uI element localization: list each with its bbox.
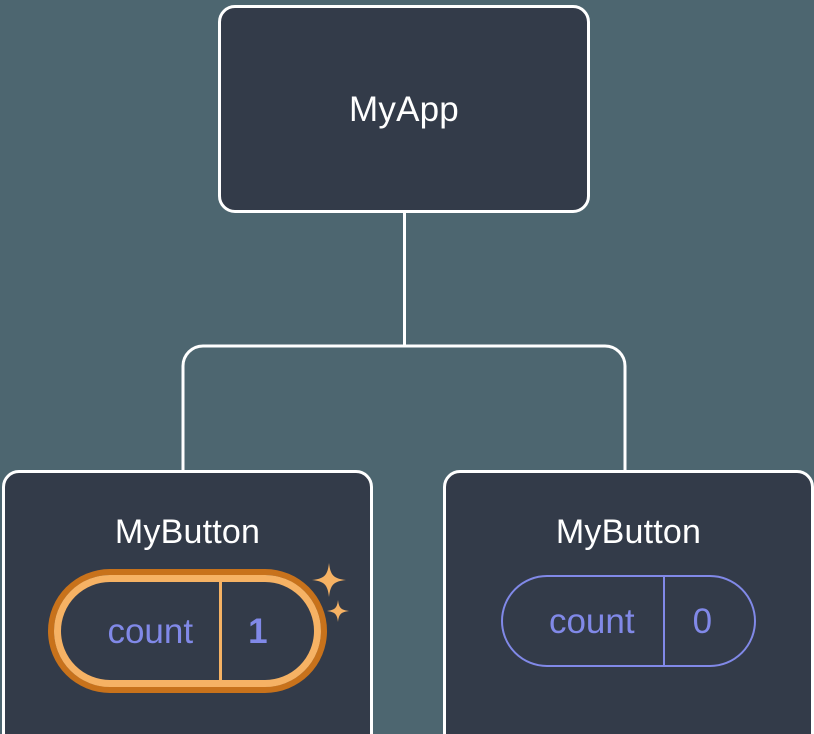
node-myapp-title: MyApp	[349, 89, 459, 129]
edge-branch-left	[181, 344, 405, 471]
sparkle-large-icon	[311, 563, 346, 597]
node-mybutton-right-title: MyButton	[555, 513, 702, 551]
state-pill-left-key: count	[107, 611, 194, 651]
state-pill-right[interactable]: count 0	[500, 575, 757, 667]
state-pill-right-wrap: count 0	[500, 575, 757, 667]
node-mybutton-left-title: MyButton	[114, 513, 261, 551]
edge-branch-right	[404, 344, 627, 471]
sparkle-small-icon	[326, 600, 349, 622]
state-pill-right-key: count	[548, 601, 635, 641]
node-mybutton-left[interactable]: MyButton count 1	[2, 470, 373, 734]
node-myapp[interactable]: MyApp	[218, 5, 590, 213]
state-pill-left-value: 1	[219, 582, 313, 680]
state-pill-right-value: 0	[662, 577, 754, 665]
state-pill-left-wrap: count 1	[54, 563, 349, 687]
node-mybutton-right[interactable]: MyButton count 0	[443, 470, 814, 734]
state-pill-left[interactable]: count 1	[54, 575, 321, 687]
